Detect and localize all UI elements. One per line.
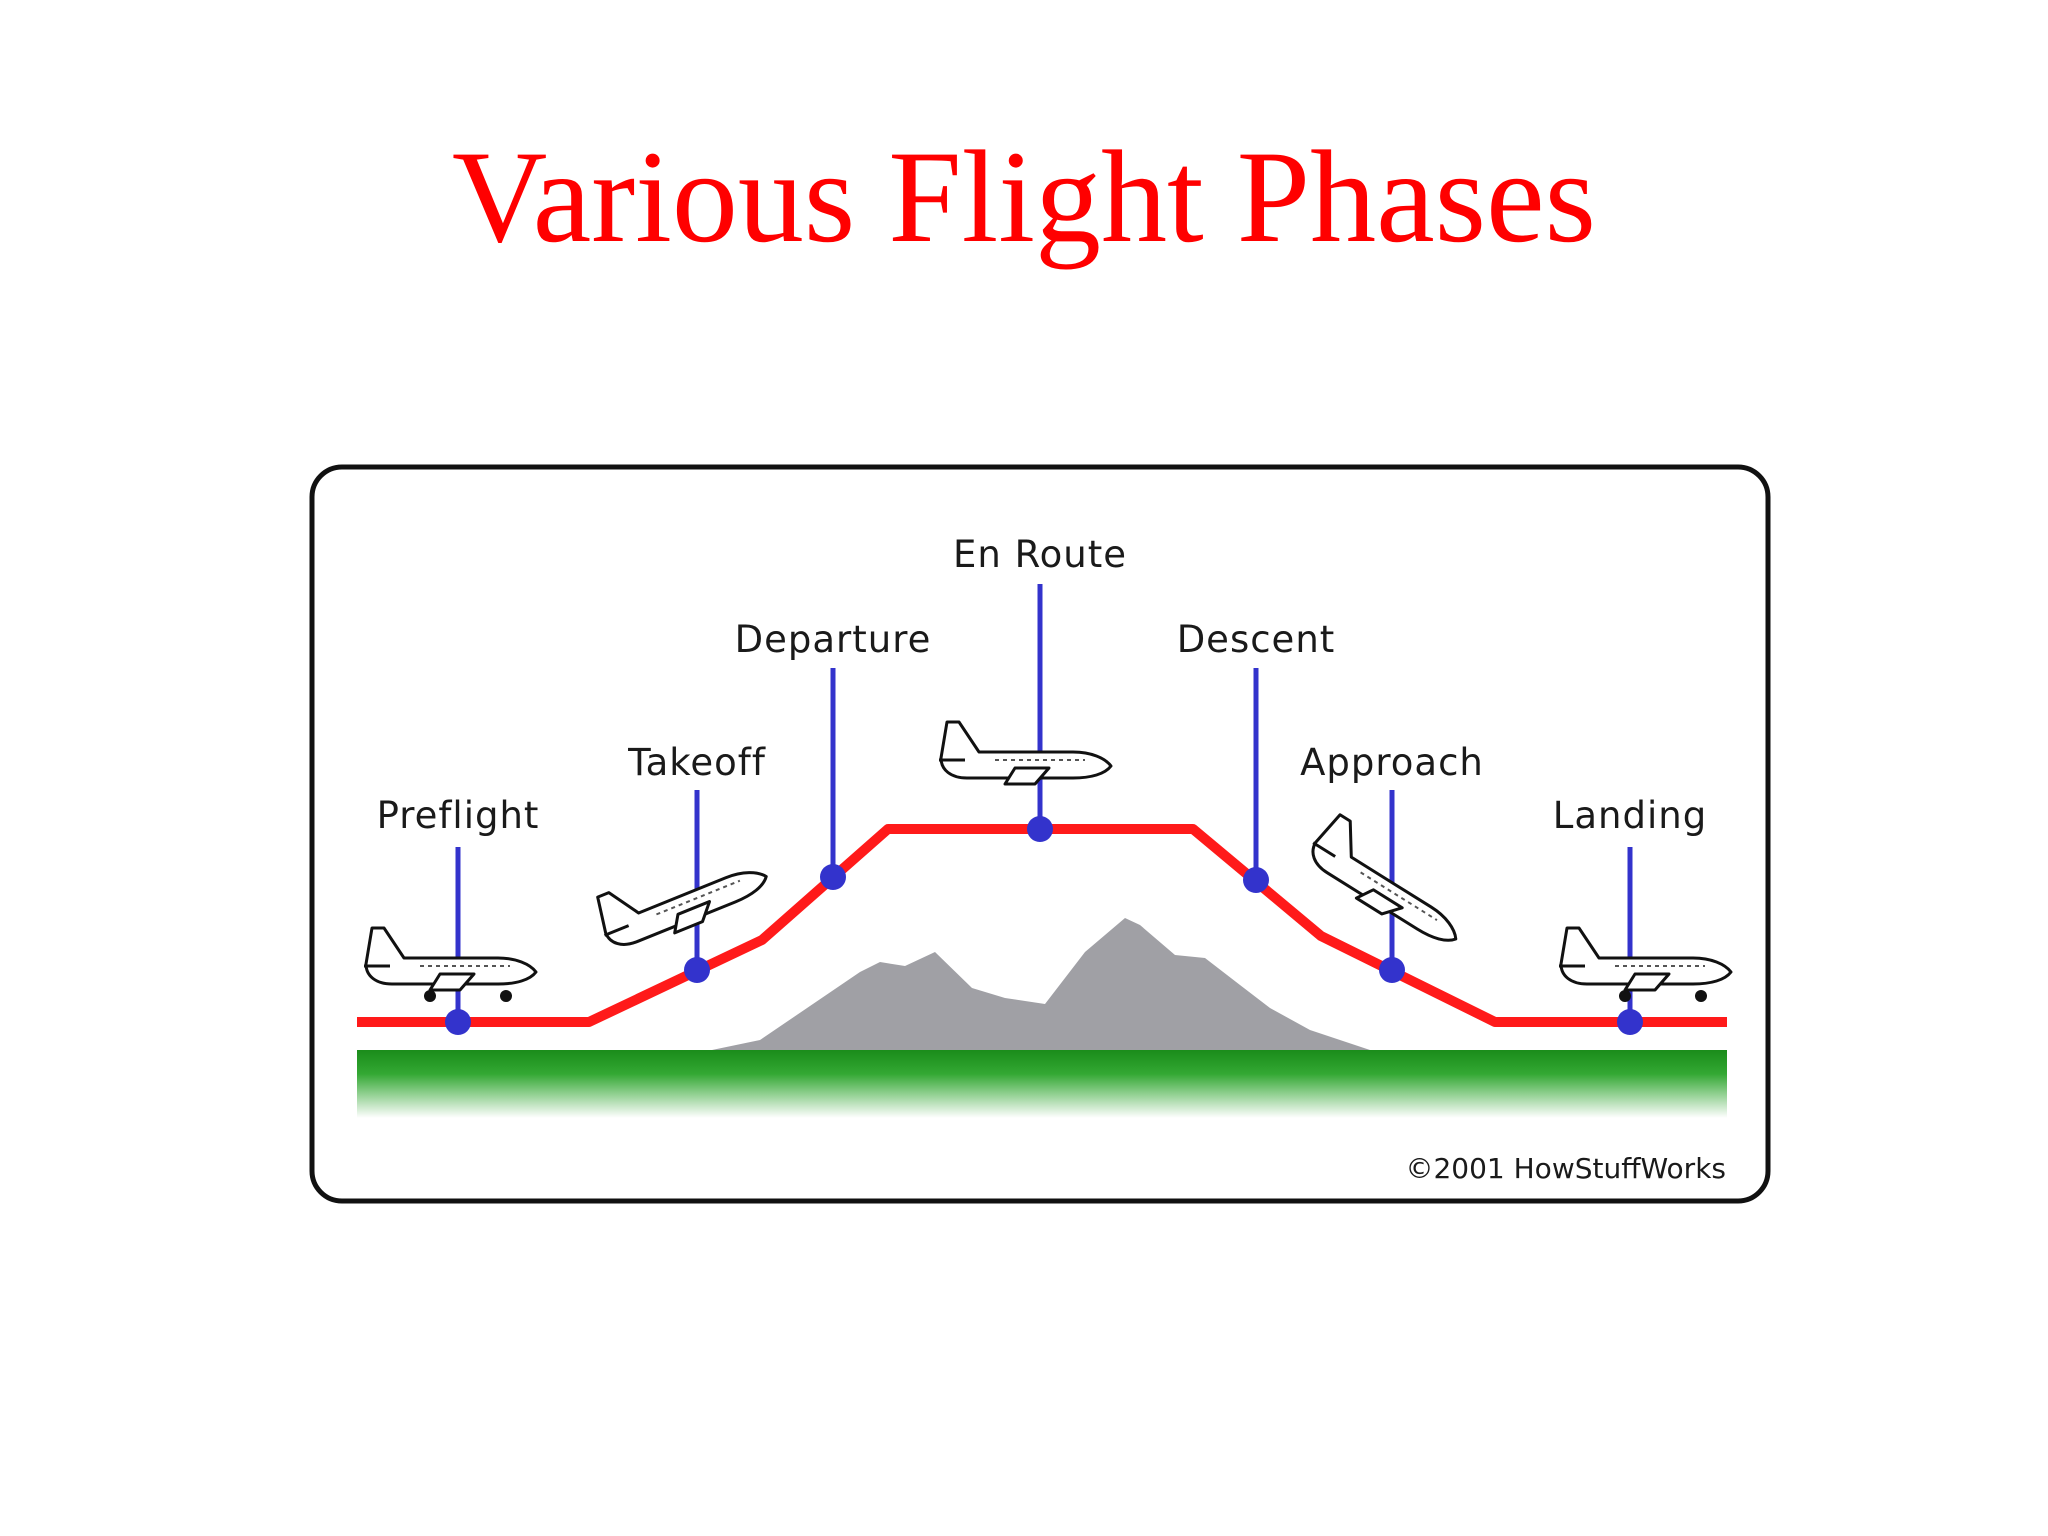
phase-label-departure: Departure xyxy=(735,618,932,661)
phase-label-en-route: En Route xyxy=(953,533,1127,576)
slide-title: Various Flight Phases xyxy=(451,123,1597,270)
copyright-credit: ©2001 HowStuffWorks xyxy=(1405,1152,1726,1185)
phase-label-landing: Landing xyxy=(1553,794,1707,837)
ground xyxy=(357,1050,1727,1118)
approach-marker-dot xyxy=(1379,957,1405,983)
mountains xyxy=(712,918,1370,1050)
departure-marker-dot xyxy=(820,864,846,890)
preflight-airplane-icon xyxy=(362,926,538,1002)
phase-label-preflight: Preflight xyxy=(377,794,540,837)
landing-marker-dot xyxy=(1617,1009,1643,1035)
phase-label-takeoff: Takeoff xyxy=(627,741,766,784)
phase-label-approach: Approach xyxy=(1300,741,1484,784)
phase-label-descent: Descent xyxy=(1177,618,1336,661)
en-route-marker-dot xyxy=(1027,816,1053,842)
preflight-marker-dot xyxy=(445,1009,471,1035)
descent-marker-dot xyxy=(1243,867,1269,893)
takeoff-marker-dot xyxy=(684,957,710,983)
landing-airplane-icon xyxy=(1557,926,1733,1002)
